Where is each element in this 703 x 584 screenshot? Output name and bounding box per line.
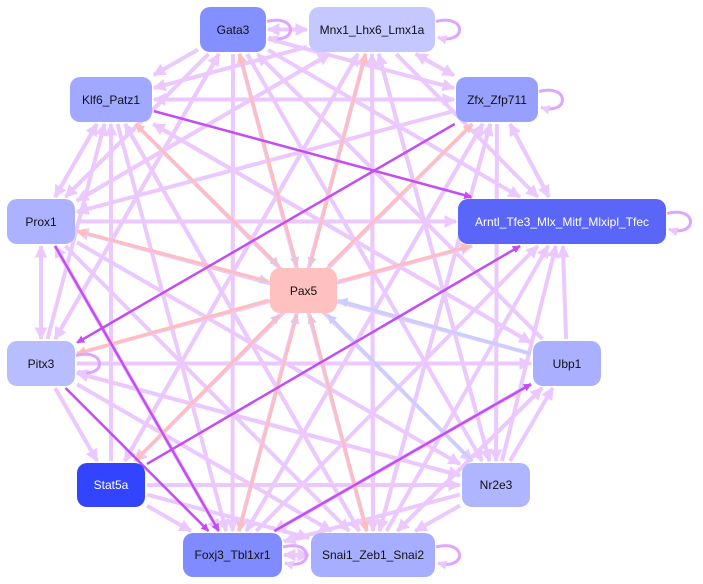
node-klf6[interactable]: Klf6_Patz1 bbox=[70, 77, 152, 122]
edge-snai1-to-klf6 bbox=[123, 122, 361, 532]
edge-pitx3-to-snai1 bbox=[76, 382, 333, 533]
node-gata3[interactable]: Gata3 bbox=[200, 7, 266, 52]
edge-pax5-to-klf6 bbox=[134, 122, 280, 268]
node-label: Pax5 bbox=[289, 283, 318, 298]
edge-nr2e3-to-mnx1 bbox=[375, 52, 492, 462]
self-loop-snai1 bbox=[435, 544, 461, 570]
node-label: Mnx1_Lhx6_Lmx1a bbox=[319, 22, 425, 37]
edge-stat5a-to-arntl bbox=[146, 244, 521, 466]
edge-stat5a-to-snai1 bbox=[146, 492, 311, 542]
edge-gata3-to-nr2e3 bbox=[245, 52, 484, 463]
edge-arntl-to-zfx bbox=[508, 122, 551, 198]
edge-pitx3-to-stat5a bbox=[53, 387, 99, 463]
edge-nr2e3-to-pax5 bbox=[326, 313, 474, 463]
self-loop-gata3 bbox=[266, 18, 292, 45]
edge-prox1-to-foxj3 bbox=[53, 245, 220, 532]
node-snai1[interactable]: Snai1_Zeb1_Snai2 bbox=[311, 533, 435, 577]
edge-prox1-to-klf6 bbox=[53, 122, 99, 198]
edge-gata3-to-klf6 bbox=[152, 47, 199, 77]
node-ubp1[interactable]: Ubp1 bbox=[533, 341, 601, 386]
edge-pax5-to-gata3 bbox=[237, 53, 299, 267]
edge-nr2e3-to-ubp1 bbox=[508, 386, 555, 463]
edge-pax5-to-zfx bbox=[327, 122, 474, 268]
edge-prox1-to-mnx1 bbox=[75, 52, 331, 203]
node-foxj3[interactable]: Foxj3_Tbl1xr1 bbox=[183, 533, 282, 577]
edge-pax5-to-arntl bbox=[338, 243, 472, 283]
node-label: Pitx3 bbox=[27, 356, 55, 371]
self-loop-arntl bbox=[666, 210, 692, 237]
edge-mnx1-to-arntl bbox=[394, 52, 540, 199]
node-label: Foxj3_Tbl1xr1 bbox=[194, 548, 271, 562]
edge-snai1-to-arntl bbox=[384, 244, 550, 532]
edge-pax5-to-pitx3 bbox=[76, 298, 269, 356]
node-label: Gata3 bbox=[216, 22, 250, 37]
self-loop-foxj3 bbox=[282, 544, 308, 570]
edge-mnx1-to-klf6 bbox=[152, 45, 308, 92]
node-prox1[interactable]: Prox1 bbox=[7, 199, 75, 244]
node-label: Snai1_Zeb1_Snai2 bbox=[321, 548, 425, 562]
node-mnx1[interactable]: Mnx1_Lhx6_Lmx1a bbox=[309, 7, 435, 52]
edge-nr2e3-to-snai1 bbox=[414, 503, 461, 533]
self-loop-zfx bbox=[538, 88, 564, 115]
edge-zfx-to-pitx3 bbox=[76, 122, 456, 344]
self-loop-mnx1 bbox=[435, 18, 461, 45]
node-label: Arntl_Tfe3_Mlx_Mitf_Mlxipl_Tfec bbox=[474, 214, 650, 229]
edge-pax5-to-snai1 bbox=[308, 314, 370, 532]
node-label: Prox1 bbox=[25, 214, 57, 229]
node-zfx[interactable]: Zfx_Zfp711 bbox=[456, 77, 538, 122]
node-label: Nr2e3 bbox=[479, 478, 513, 492]
edge-stat5a-to-mnx1 bbox=[123, 52, 360, 462]
edge-ubp1-to-pax5 bbox=[338, 298, 532, 355]
node-arntl[interactable]: Arntl_Tfe3_Mlx_Mitf_Mlxipl_Tfec bbox=[458, 199, 666, 244]
edge-klf6-to-arntl bbox=[153, 109, 473, 199]
edge-snai1-to-mnx1 bbox=[365, 52, 379, 532]
edge-foxj3-to-arntl bbox=[254, 244, 540, 533]
node-nr2e3[interactable]: Nr2e3 bbox=[462, 463, 530, 507]
edge-ubp1-to-arntl bbox=[556, 244, 570, 340]
edge-pax5-to-prox1 bbox=[76, 228, 269, 283]
edge-prox1-to-nr2e3 bbox=[75, 240, 462, 466]
node-label: Stat5a bbox=[93, 478, 129, 492]
edge-pitx3-to-foxj3 bbox=[64, 387, 210, 532]
node-pitx3[interactable]: Pitx3 bbox=[7, 341, 75, 386]
node-pax5[interactable]: Pax5 bbox=[270, 268, 337, 313]
edge-ubp1-to-klf6 bbox=[152, 122, 533, 345]
edge-pax5-to-foxj3 bbox=[236, 314, 299, 532]
edge-pax5-to-stat5a bbox=[133, 313, 281, 463]
edge-stat5a-to-foxj3 bbox=[146, 504, 192, 533]
node-label: Klf6_Patz1 bbox=[81, 92, 141, 107]
edge-foxj3-to-ubp1 bbox=[273, 383, 532, 533]
node-label: Ubp1 bbox=[552, 356, 582, 371]
edge-foxj3-to-zfx bbox=[244, 122, 485, 533]
edge-zfx-to-mnx1 bbox=[414, 52, 455, 78]
node-stat5a[interactable]: Stat5a bbox=[77, 463, 145, 507]
node-label: Zfx_Zfp711 bbox=[467, 92, 527, 107]
self-loop-pitx3 bbox=[75, 352, 101, 379]
